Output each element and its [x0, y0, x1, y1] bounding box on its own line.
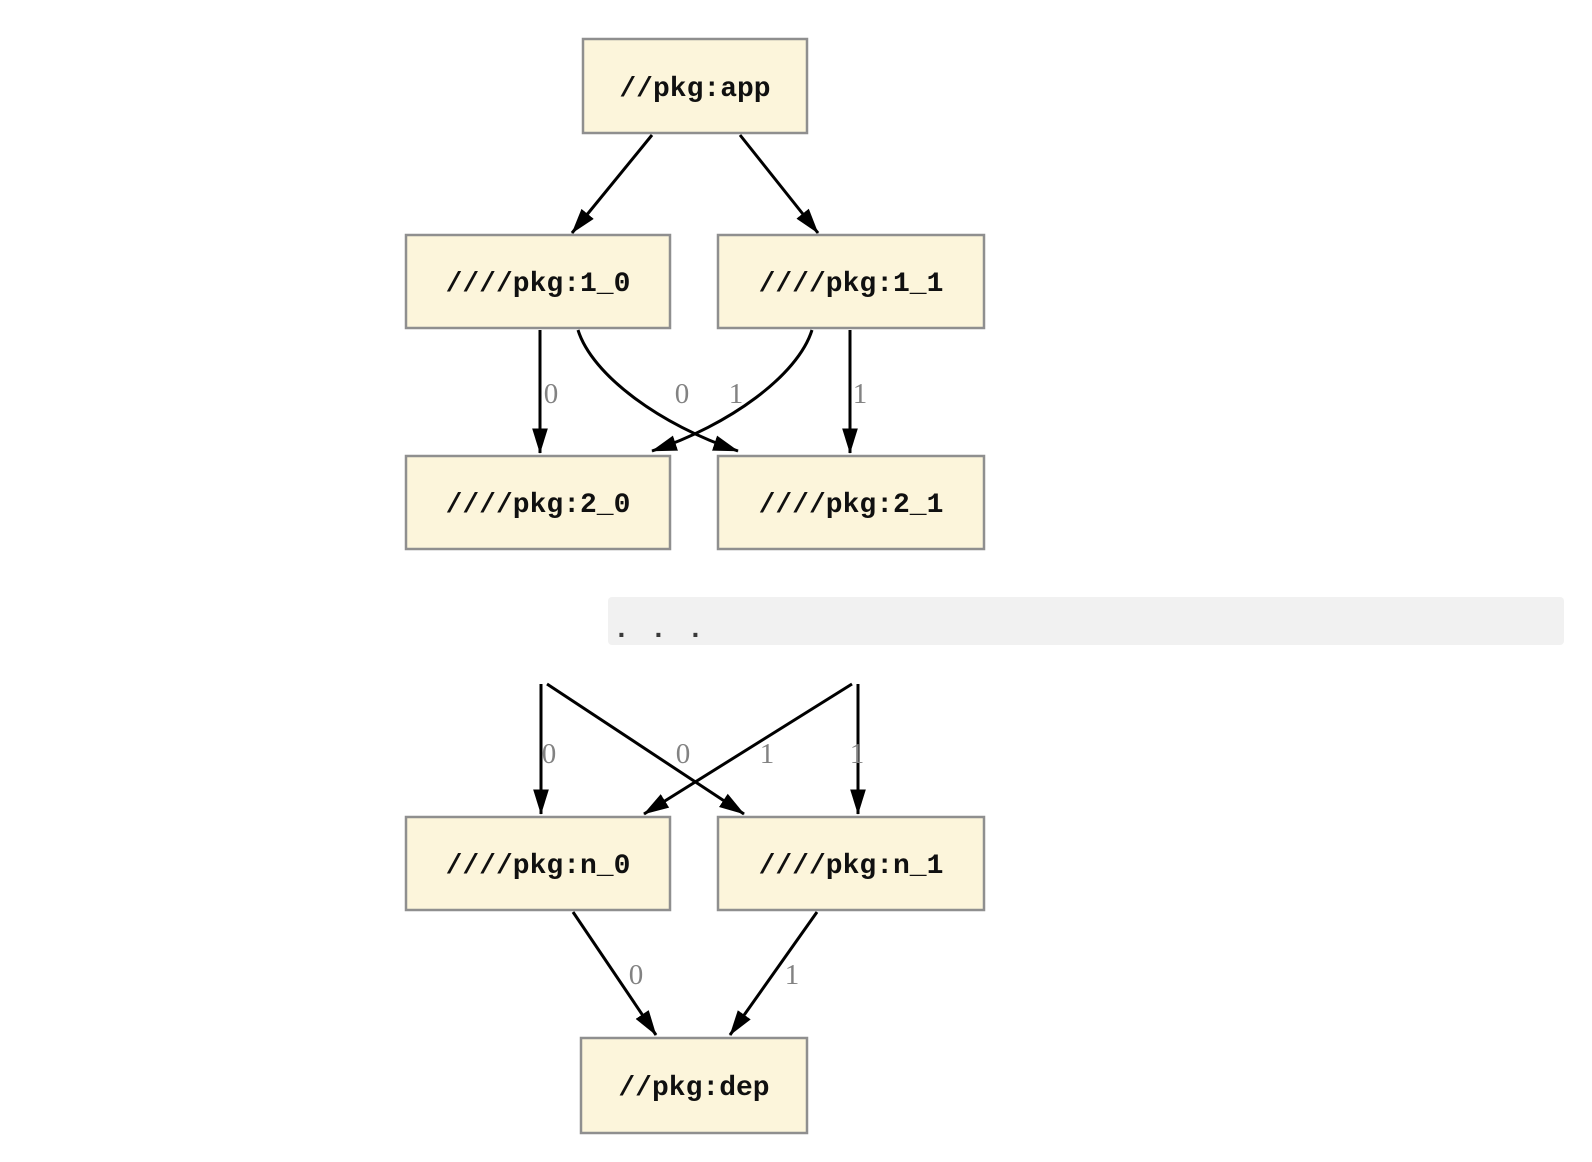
edge-label-elided-n_0-right: 0 — [676, 738, 691, 770]
edge-elided-to-n_1-left — [546, 682, 745, 816]
edge-label-1_0-2_1: 1 — [729, 378, 744, 410]
node-1_0: ////pkg:1_0 — [404, 233, 672, 330]
edge-label-n_1-dep: 1 — [785, 959, 800, 991]
edge-app-to-1_1 — [738, 134, 820, 234]
node-1_1-box — [716, 233, 986, 330]
node-app-box — [581, 37, 809, 135]
node-app-label: //pkg:app — [619, 74, 770, 105]
node-2_0-box — [404, 454, 672, 551]
edge-label-1_1-2_1: 1 — [853, 378, 868, 410]
edge-n_0-to-dep — [571, 911, 658, 1036]
ellipsis-dots: . . . — [613, 615, 706, 646]
edge-label-elided-n_1-right: 1 — [850, 738, 865, 770]
node-n_1-box — [716, 815, 986, 912]
node-2_1: ////pkg:2_1 — [716, 454, 986, 551]
node-n_0: ////pkg:n_0 — [404, 815, 672, 912]
node-app: //pkg:app — [581, 37, 809, 135]
edge-label-elided-n_1-left: 1 — [760, 738, 775, 770]
edge-1_1-to-2_0 — [651, 329, 814, 453]
node-dep: //pkg:dep — [579, 1036, 809, 1135]
node-n_1: ////pkg:n_1 — [716, 815, 986, 912]
node-2_0: ////pkg:2_0 — [404, 454, 672, 551]
node-1_1: ////pkg:1_1 — [716, 233, 986, 330]
node-dep-box — [579, 1036, 809, 1135]
edge-label-elided-n_0-left: 0 — [542, 738, 557, 770]
edge-label-1_0-2_0: 0 — [544, 378, 559, 410]
edge-labels: 0 0 1 1 0 0 1 1 0 1 — [542, 378, 868, 991]
node-n_1-label: ////pkg:n_1 — [759, 851, 944, 882]
edge-elided-to-n_0-right — [643, 682, 853, 816]
elided-band-background — [608, 597, 1564, 645]
node-dep-label: //pkg:dep — [618, 1073, 769, 1104]
edge-app-to-1_0 — [570, 134, 654, 234]
node-2_1-label: ////pkg:2_1 — [759, 490, 944, 521]
edge-label-n_0-dep: 0 — [629, 959, 644, 991]
node-1_1-label: ////pkg:1_1 — [759, 269, 944, 300]
node-n_0-label: ////pkg:n_0 — [446, 851, 631, 882]
node-2_0-label: ////pkg:2_0 — [446, 490, 631, 521]
edge-label-1_1-2_0: 0 — [675, 378, 690, 410]
elided-levels-band: . . . — [608, 597, 1564, 646]
edge-n_1-to-dep — [728, 911, 819, 1036]
node-1_0-box — [404, 233, 672, 330]
node-1_0-label: ////pkg:1_0 — [446, 269, 631, 300]
edge-1_0-to-2_1 — [576, 329, 739, 453]
node-2_1-box — [716, 454, 986, 551]
edges — [532, 134, 866, 1036]
node-n_0-box — [404, 815, 672, 912]
